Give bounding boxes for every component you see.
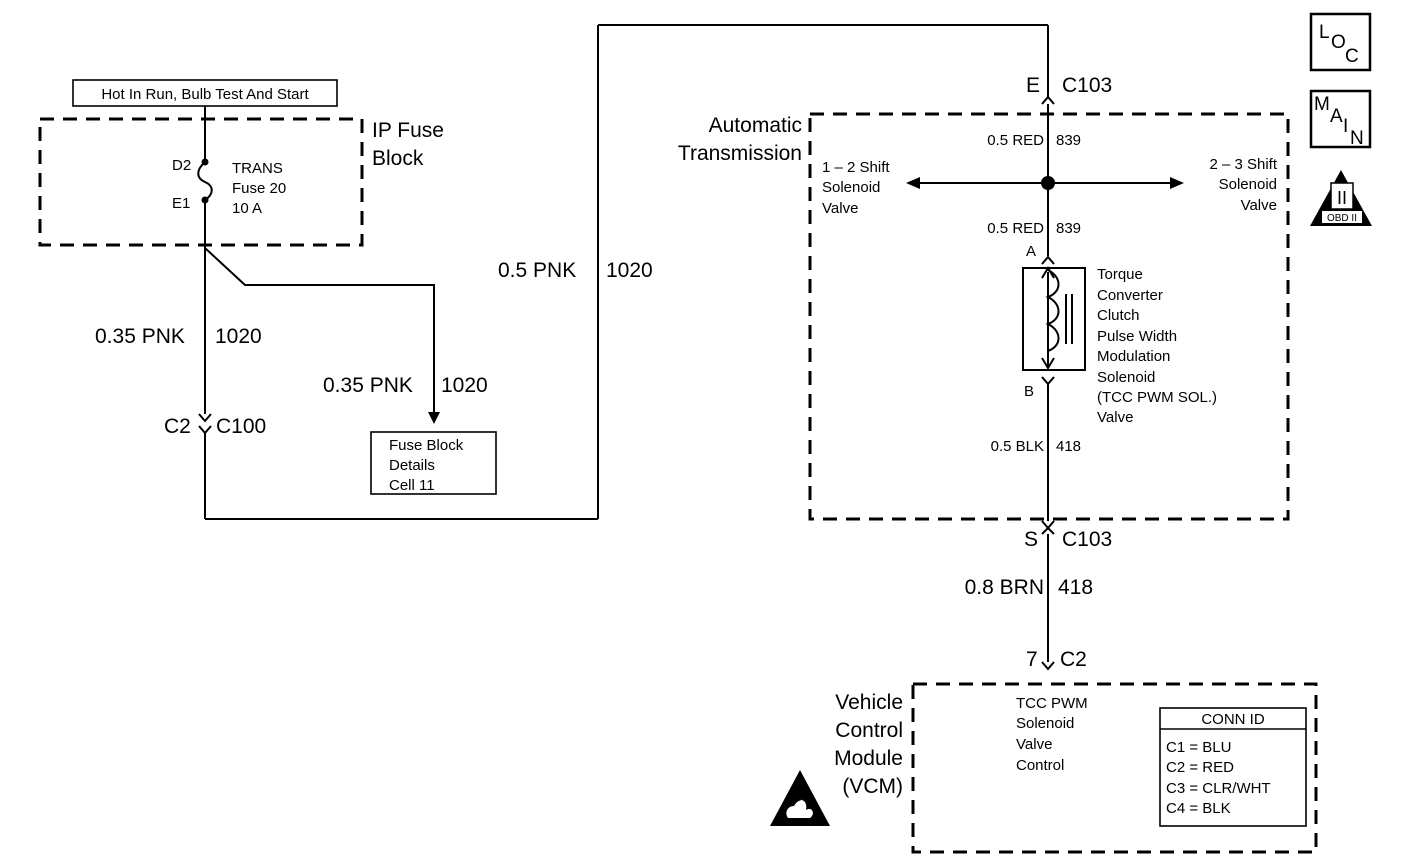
conn-id-title: CONN ID <box>1201 711 1265 728</box>
ip-fuse-block-title-2: Block <box>372 147 424 170</box>
c103-top-connector-icon <box>1041 95 1055 105</box>
coil-icon <box>1045 269 1060 352</box>
tcc-label-6: Solenoid <box>1097 369 1155 386</box>
main-button[interactable]: M A I N <box>1309 89 1372 149</box>
tcc-solenoid-box <box>1022 267 1086 371</box>
shift12-label-3: Valve <box>822 200 858 217</box>
c103-top-name: C103 <box>1062 74 1112 97</box>
wire-circuit-blk: 418 <box>1056 438 1081 455</box>
c103-top-pin: E <box>1026 74 1040 97</box>
c2-name: C2 <box>1060 648 1087 671</box>
tcc-label-2: Converter <box>1097 287 1163 304</box>
conn-id-row-4: C4 = BLK <box>1166 800 1231 817</box>
fuse-details-3: Cell 11 <box>389 477 435 494</box>
arrow-right-icon <box>1170 177 1184 189</box>
wire-label-brn: 0.8 BRN <box>965 576 1044 599</box>
main-letter-m: M <box>1314 94 1330 115</box>
shift12-label-1: 1 – 2 Shift <box>822 159 890 176</box>
vcm-title-4: (VCM) <box>842 775 903 798</box>
main-letter-i: I <box>1343 116 1348 137</box>
obd-label: OBD II <box>1327 213 1357 224</box>
wire-circuit-1020-main: 1020 <box>215 325 262 348</box>
c103-bottom-pin: S <box>1024 528 1038 551</box>
obd-numeral: II <box>1337 188 1347 208</box>
fuse-pin-d2: D2 <box>172 157 191 174</box>
wire-circuit-red-upper: 839 <box>1056 132 1081 149</box>
wire-label-red-lower: 0.5 RED <box>987 220 1044 237</box>
c100-pin: C2 <box>164 415 191 438</box>
loc-button[interactable]: L O C <box>1309 12 1372 72</box>
coil-arrow-down-icon <box>1041 357 1055 370</box>
terminal-a-connector-icon <box>1041 255 1055 265</box>
tcc-label-4: Pulse Width <box>1097 328 1177 345</box>
loc-letter-c: C <box>1345 46 1359 67</box>
loc-letter-o: O <box>1331 32 1346 53</box>
header-label: Hot In Run, Bulb Test And Start <box>101 86 309 103</box>
vcm-signal-4: Control <box>1016 757 1064 774</box>
tcc-label-3: Clutch <box>1097 307 1140 324</box>
wire-circuit-red-lower: 839 <box>1056 220 1081 237</box>
main-letter-a: A <box>1330 106 1343 127</box>
c103-bottom-connector-icon-lower <box>1041 526 1055 535</box>
fuse-pin-e1: E1 <box>172 195 190 212</box>
fuse-label-2: Fuse 20 <box>232 180 286 197</box>
fuse-label-3: 10 A <box>232 200 262 217</box>
fuse-block-details-box <box>370 431 497 495</box>
tcc-label-5: Modulation <box>1097 348 1170 365</box>
wire-circuit-brn: 418 <box>1058 576 1093 599</box>
c100-connector-icon-lower <box>198 425 212 435</box>
vcm-signal-1: TCC PWM <box>1016 695 1088 712</box>
terminal-b: B <box>1024 383 1034 400</box>
conn-id-table <box>1159 707 1307 827</box>
conn-id-row-1: C1 = BLU <box>1166 739 1231 756</box>
c2-pin: 7 <box>1026 648 1038 671</box>
c100-name: C100 <box>216 415 266 438</box>
fuse-label-1: TRANS <box>232 160 283 177</box>
shift23-label-1: 2 – 3 Shift <box>1209 156 1277 173</box>
wire-label-branch: 0.35 PNK <box>323 374 413 397</box>
coil-arrow-up-icon <box>1041 266 1055 279</box>
loc-letter-l: L <box>1319 22 1330 43</box>
ip-fuse-block-outline <box>38 117 364 247</box>
transmission-title-2: Transmission <box>678 142 802 165</box>
shift23-label-2: Solenoid <box>1219 176 1277 193</box>
shift12-label-2: Solenoid <box>822 179 880 196</box>
vcm-title-2: Control <box>835 719 903 742</box>
c2-connector-icon <box>1041 661 1055 671</box>
tcc-label-1: Torque <box>1097 266 1143 283</box>
c103-bottom-name: C103 <box>1062 528 1112 551</box>
terminal-a: A <box>1026 243 1036 260</box>
vcm-title-3: Module <box>834 747 903 770</box>
wire-branch <box>204 247 435 415</box>
terminal-b-connector-icon <box>1041 376 1055 386</box>
vcm-outline <box>911 682 1318 854</box>
conn-id-row-3: C3 = CLR/WHT <box>1166 780 1271 797</box>
wire-circuit-branch: 1020 <box>441 374 488 397</box>
c100-connector-icon <box>198 413 212 423</box>
branch-arrow-icon <box>428 412 440 424</box>
wire-label-red-upper: 0.5 RED <box>987 132 1044 149</box>
wire-circuit-loop: 1020 <box>606 259 653 282</box>
header-label-box <box>72 79 338 107</box>
tcc-label-8: Valve <box>1097 409 1133 426</box>
fuse-details-1: Fuse Block <box>389 437 464 454</box>
wire-label-blk: 0.5 BLK <box>991 438 1044 455</box>
transmission-title-1: Automatic <box>709 114 802 137</box>
wire-label-0-35-pnk-main: 0.35 PNK <box>95 325 185 348</box>
ip-fuse-block-title-1: IP Fuse <box>372 119 444 142</box>
tcc-label-7: (TCC PWM SOL.) <box>1097 389 1217 406</box>
vcm-title-1: Vehicle <box>835 691 903 714</box>
shift23-label-3: Valve <box>1241 197 1277 214</box>
vcm-signal-3: Valve <box>1016 736 1052 753</box>
esd-warning-icon <box>770 770 830 826</box>
main-letter-n: N <box>1350 128 1364 149</box>
fuse-icon <box>197 161 213 201</box>
obd-ii-button[interactable]: II OBD II <box>1310 170 1372 226</box>
vcm-signal-2: Solenoid <box>1016 715 1074 732</box>
conn-id-row-2: C2 = RED <box>1166 759 1234 776</box>
fuse-details-2: Details <box>389 457 435 474</box>
arrow-left-icon <box>906 177 920 189</box>
wire-label-loop: 0.5 PNK <box>498 259 576 282</box>
